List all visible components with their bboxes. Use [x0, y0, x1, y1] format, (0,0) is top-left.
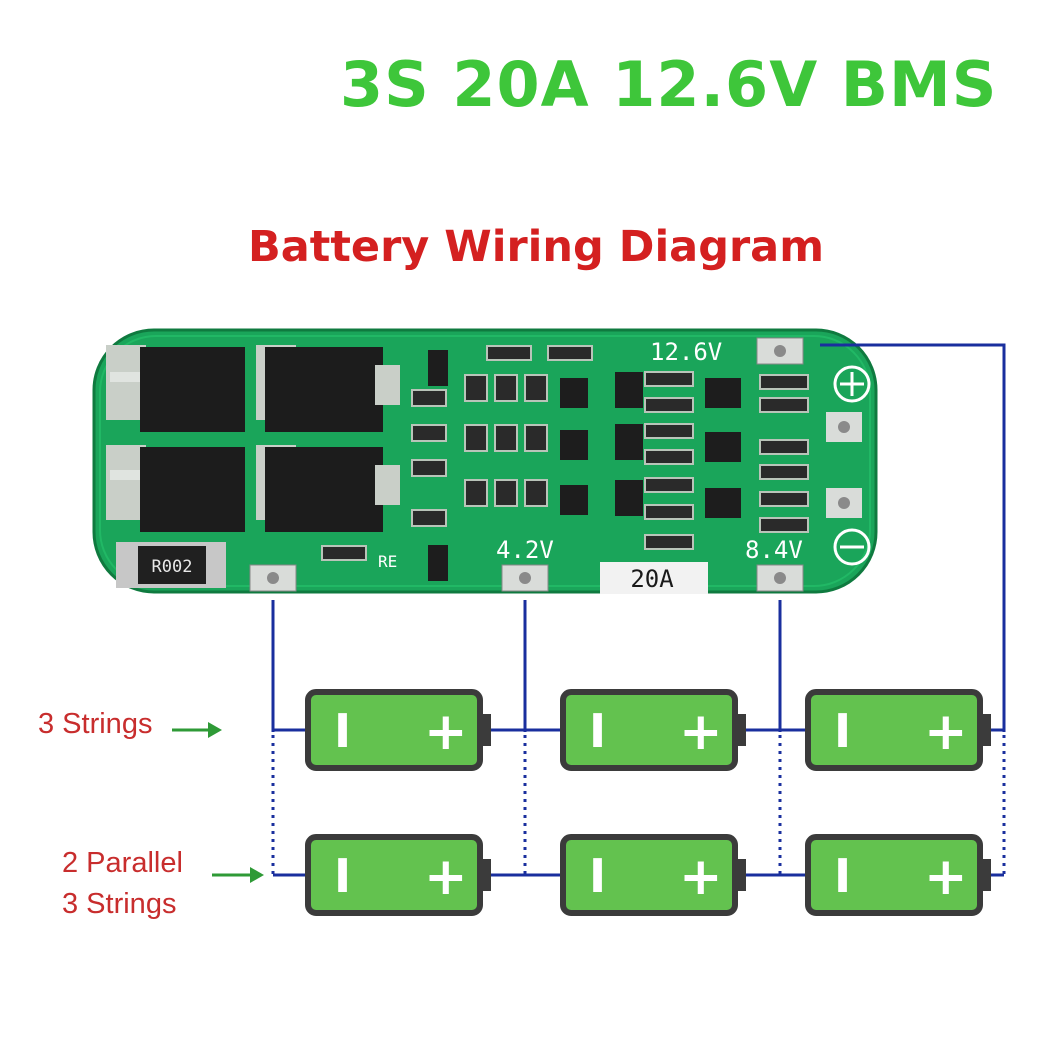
battery-plus-symbol: +: [679, 702, 723, 762]
pad-4v2: [501, 564, 549, 592]
minus-symbol-icon: [833, 528, 871, 566]
battery-plus-symbol: +: [924, 702, 968, 762]
battery-cell: I+: [805, 834, 991, 916]
ic-chips: [428, 350, 741, 581]
mosfet-chip: [256, 445, 400, 532]
battery-terminal: [482, 714, 491, 746]
plus-symbol-icon: [833, 365, 871, 403]
battery-terminal: [482, 859, 491, 891]
battery-terminal: [737, 714, 746, 746]
voltage-label-8v4: 8.4V: [745, 536, 803, 564]
page-title: 3S 20A 12.6V BMS: [340, 48, 998, 121]
battery-plus-symbol: +: [924, 847, 968, 907]
row-label-parallel: 2 Parallel 3 Strings: [62, 843, 183, 925]
current-rating-box: [600, 562, 708, 594]
battery-terminal: [982, 714, 991, 746]
battery-cell: I+: [560, 689, 746, 771]
wire-12v6: [820, 343, 1006, 732]
current-rating-label: 20A: [630, 565, 674, 593]
row-label-line: 2 Parallel: [62, 847, 183, 879]
battery-minus-symbol: I: [834, 704, 851, 758]
re-label: RE: [378, 552, 397, 571]
shunt-resistor: R002: [116, 542, 226, 588]
battery-minus-symbol: I: [834, 849, 851, 903]
arrow-icon: [172, 722, 222, 738]
pad-output-minus: [826, 488, 862, 518]
battery-plus-symbol: +: [679, 847, 723, 907]
battery-plus-symbol: +: [424, 702, 468, 762]
battery-terminal: [982, 859, 991, 891]
smd-components: [321, 345, 809, 561]
row-label-line: 3 Strings: [62, 888, 177, 920]
battery-cell: I+: [805, 689, 991, 771]
mosfet-chip: [106, 445, 245, 532]
pad-12v6: [756, 337, 804, 365]
voltage-label-4v2: 4.2V: [496, 536, 554, 564]
shunt-label: R002: [152, 557, 193, 577]
battery-minus-symbol: I: [589, 704, 606, 758]
pad-output-plus: [826, 412, 862, 442]
battery-cell: I+: [305, 689, 491, 771]
diagram-subtitle: Battery Wiring Diagram: [248, 222, 825, 272]
battery-cells: I+I+I+I+I+I+: [305, 689, 991, 916]
row-label-line: 3 Strings: [38, 708, 153, 740]
battery-minus-symbol: I: [334, 849, 351, 903]
wires: [271, 343, 1006, 877]
row-label-series: 3 Strings: [38, 708, 152, 741]
mosfet-chip: [106, 345, 245, 432]
voltage-label-12v6: 12.6V: [650, 338, 722, 366]
battery-cell: I+: [560, 834, 746, 916]
mosfet-chip: [256, 345, 400, 432]
battery-terminal: [737, 859, 746, 891]
bms-board: R002 RE 12.6V 4.2V 8.4V 20A: [92, 328, 878, 594]
battery-cell: I+: [305, 834, 491, 916]
battery-minus-symbol: I: [589, 849, 606, 903]
pad-8v4: [756, 564, 804, 592]
battery-minus-symbol: I: [334, 704, 351, 758]
pad-b-minus: [249, 564, 297, 592]
arrow-icon: [212, 867, 264, 883]
battery-plus-symbol: +: [424, 847, 468, 907]
